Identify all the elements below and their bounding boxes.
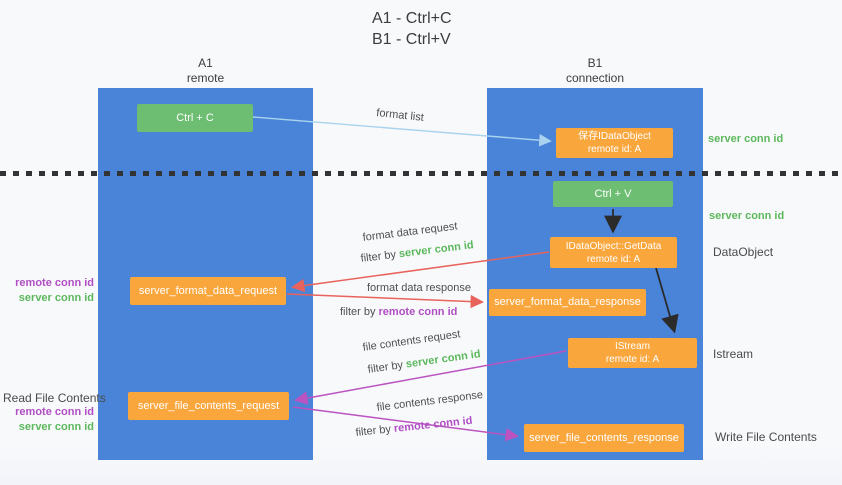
node-server-file-contents-response: server_file_contents_response xyxy=(524,424,684,452)
left-label-group-1: remote conn id server conn id xyxy=(8,276,94,306)
node-server-file-contents-response-label: server_file_contents_response xyxy=(529,431,679,444)
node-server-file-contents-request-label: server_file_contents_request xyxy=(137,399,280,412)
arrow-format-data-request xyxy=(291,251,550,293)
node-idataobject-getdata: IDataObject::GetData remote id: A xyxy=(550,237,677,268)
node-istream: IStream remote id: A xyxy=(568,338,697,368)
diagram-title: A1 - Ctrl+C B1 - Ctrl+V xyxy=(372,8,452,50)
arrow-format-list xyxy=(252,116,552,147)
node-save-idataobject-line2: remote id: A xyxy=(587,144,642,155)
node-ctrl-v-label: Ctrl + V xyxy=(594,187,632,200)
left-label-remote-conn-id-1: remote conn id xyxy=(15,277,94,289)
lane-a1-subtitle: remote xyxy=(186,71,225,85)
node-server-file-contents-request: server_file_contents_request xyxy=(128,392,289,420)
node-istream-line2: remote id: A xyxy=(605,354,660,365)
node-ctrl-v: Ctrl + V xyxy=(553,181,673,207)
lane-a1-header: A1 remote xyxy=(98,56,313,86)
right-label-write-file-contents: Write File Contents xyxy=(715,430,817,444)
node-idataobject-getdata-line1: IDataObject::GetData xyxy=(565,240,662,252)
left-label-server-conn-id-2: server conn id xyxy=(18,421,94,433)
arrow-getdata-to-istream xyxy=(655,267,679,334)
right-label-istream: Istream xyxy=(713,347,754,361)
right-label-dataobject: DataObject xyxy=(713,245,774,259)
right-label-server-conn-id-1: server conn id xyxy=(708,133,784,145)
lane-a1-name: A1 xyxy=(198,56,213,70)
left-label-remote-conn-id-2: remote conn id xyxy=(15,406,94,418)
node-server-format-data-response: server_format_data_response xyxy=(489,289,646,316)
right-label-server-conn-id-2: server conn id xyxy=(709,210,785,222)
left-label-group-2: remote conn id server conn id xyxy=(8,405,94,435)
filter-by-text: filter by xyxy=(340,306,379,318)
arrow-file-contents-request xyxy=(294,350,567,405)
lane-b1-header: B1 connection xyxy=(487,56,703,86)
node-server-format-data-response-label: server_format_data_response xyxy=(494,296,641,308)
label-filter-by-remote-conn-id-1: filter by remote conn id xyxy=(340,306,457,318)
lane-b1-subtitle: connection xyxy=(565,71,625,85)
dotted-divider-line xyxy=(0,171,842,176)
left-label-server-conn-id-1: server conn id xyxy=(18,292,94,304)
node-server-format-data-request-label: server_format_data_request xyxy=(138,284,278,297)
title-line-1: A1 - Ctrl+C xyxy=(372,10,452,27)
lane-b1-name: B1 xyxy=(587,56,603,70)
node-idataobject-getdata-line2: remote id: A xyxy=(586,253,641,265)
node-istream-line1: IStream xyxy=(614,341,650,352)
label-format-data-response: format data response xyxy=(367,282,471,294)
node-ctrl-c: Ctrl + C xyxy=(137,104,253,132)
node-server-format-data-request: server_format_data_request xyxy=(130,277,286,305)
node-ctrl-c-label: Ctrl + C xyxy=(176,111,214,124)
node-save-idataobject-line1: 保存IDataObject xyxy=(578,131,651,142)
title-line-2: B1 - Ctrl+V xyxy=(372,31,451,48)
remote-conn-id-text: remote conn id xyxy=(378,306,458,318)
left-label-read-file-contents: Read File Contents xyxy=(3,391,106,405)
arrow-format-data-response xyxy=(286,293,484,309)
arrow-file-contents-response xyxy=(292,406,519,442)
node-save-idataobject: 保存IDataObject remote id: A xyxy=(556,128,673,158)
